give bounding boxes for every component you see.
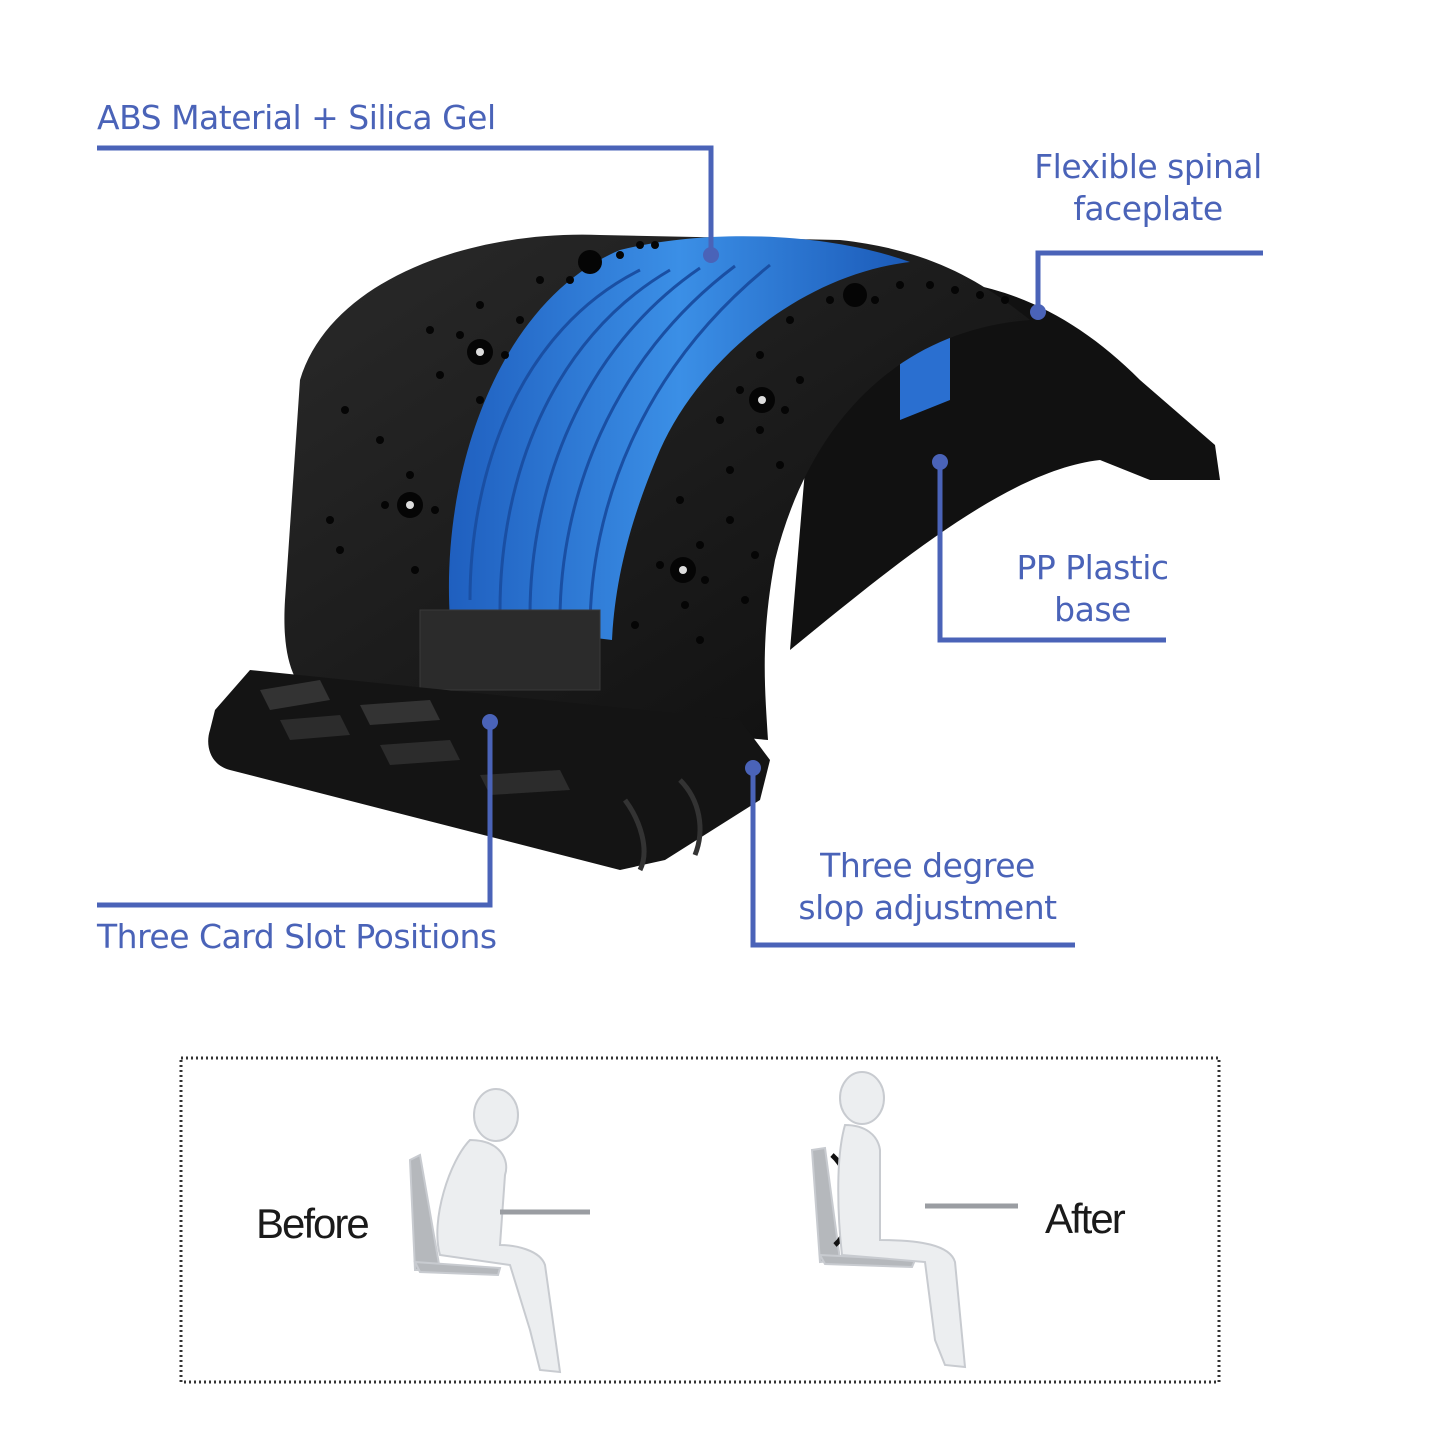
silica-gel-band [448,236,910,640]
callout-faceplate-line1: Flexible spinal [1034,147,1262,186]
callout-slop-adjustment: Three degree slop adjustment [795,845,1060,929]
callout-pp-plastic-base: PP Plastic base [1010,547,1175,631]
after-figure [810,1071,1018,1369]
callout-dots [482,247,1046,776]
callout-base-line2: base [1054,590,1131,629]
callout-card-slot-text: Three Card Slot Positions [97,917,497,956]
callout-lines [97,145,1263,948]
callout-slop-line2: slop adjustment [798,888,1057,927]
comparison-frame [179,1056,1221,1384]
callout-flexible-faceplate: Flexible spinal faceplate [1030,146,1266,230]
before-figure [408,1088,590,1374]
callout-line-card-slot [97,722,493,908]
callout-abs-material: ABS Material + Silica Gel [97,97,496,139]
callout-line-abs [97,145,714,255]
callout-line-slop [750,768,1075,948]
product-label-plate [419,609,601,691]
callout-base-line1: PP Plastic [1016,548,1169,587]
before-label: Before [256,1200,370,1247]
callout-slop-line1: Three degree [820,846,1035,885]
callout-abs-material-text: ABS Material + Silica Gel [97,98,496,137]
callout-card-slot: Three Card Slot Positions [97,916,497,958]
callout-line-base [937,462,1166,643]
massage-nubs [326,241,1009,644]
callout-faceplate-line2: faceplate [1073,189,1223,228]
callout-line-faceplate [1035,250,1263,312]
after-label: After [1045,1195,1126,1242]
